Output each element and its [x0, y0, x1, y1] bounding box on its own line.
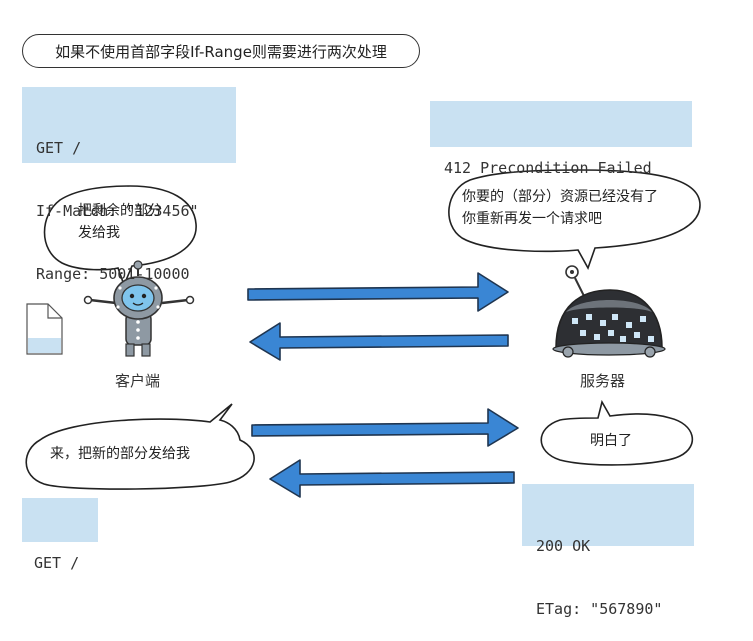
- client-robot-icon: [83, 260, 195, 357]
- diagram-title: 如果不使用首部字段If-Range则需要进行两次处理: [22, 34, 420, 68]
- server-speech-bubble-1: [448, 169, 701, 270]
- arrow-response-2: [269, 459, 515, 498]
- request-1-headers: GET / If-Match: "123456" Range: 5001-100…: [22, 87, 236, 283]
- response-2-line: ETag: "567890": [536, 600, 663, 618]
- client-bubble-1-line: 把剩余的部分: [78, 203, 162, 219]
- diagram-graphics: [25, 169, 701, 498]
- server-bubble-1-text: 你要的（部分）资源已经没有了 你重新再发一个请求吧: [462, 186, 658, 230]
- request-2-line: GET /: [22, 498, 98, 572]
- server-speech-bubble-2: [540, 399, 694, 466]
- server-bubble-1-line: 你要的（部分）资源已经没有了: [462, 189, 658, 205]
- arrow-request-2: [251, 408, 519, 447]
- response-1-status: 412 Precondition Failed: [430, 101, 692, 177]
- server-label: 服务器: [580, 372, 626, 390]
- client-label: 客户端: [115, 372, 161, 390]
- document-icon: [26, 303, 63, 355]
- server-bubble-2-text: 明白了: [590, 433, 632, 449]
- client-bubble-1-text: 把剩余的部分 发给我: [78, 200, 162, 244]
- client-bubble-2-text: 来，把新的部分发给我: [50, 446, 190, 462]
- server-robot-icon: [552, 265, 666, 358]
- response-2-line: 200 OK: [536, 537, 591, 555]
- client-speech-bubble-2: [25, 403, 255, 490]
- request-1-line: GET /: [36, 139, 82, 157]
- response-1-line: 412 Precondition Failed: [444, 159, 652, 177]
- request-1-line: Range: 5001-10000: [36, 265, 190, 283]
- arrow-response-1: [249, 322, 509, 361]
- client-speech-bubble-1: [43, 185, 197, 288]
- request-1-line: If-Match: "123456": [36, 202, 199, 220]
- client-bubble-1-line: 发给我: [78, 225, 120, 241]
- response-2-headers: 200 OK ETag: "567890": [522, 484, 694, 618]
- arrow-request-1: [247, 272, 509, 312]
- server-bubble-1-line: 你重新再发一个请求吧: [462, 211, 602, 227]
